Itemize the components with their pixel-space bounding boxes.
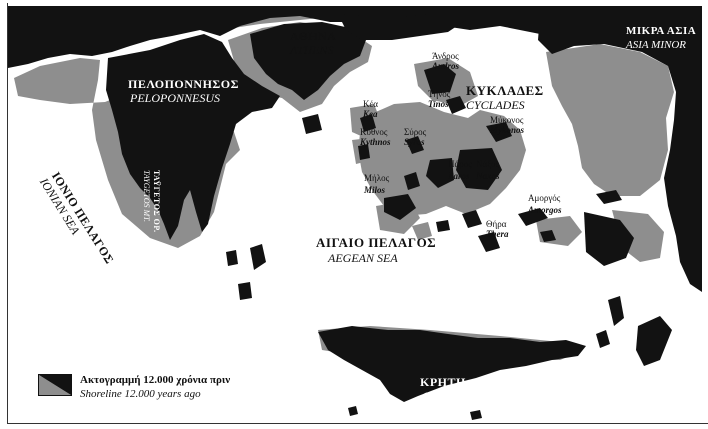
islet-south-crete (348, 406, 358, 416)
asia-minor-label-greek: ΜΙΚΡΑ ΑΣΙΑ (626, 25, 697, 37)
mykonos-label-greek: Μύκονος (490, 115, 524, 125)
aegina-island (302, 114, 322, 134)
peloponnese-land (106, 34, 280, 240)
paros-island (426, 158, 454, 188)
andros-island (424, 64, 456, 94)
kythira-island (226, 250, 238, 266)
karpathos-island (608, 296, 624, 326)
kasos-island (596, 330, 610, 348)
islet-w (238, 282, 252, 300)
andros-label-english: Andros (432, 61, 460, 71)
map-legend: Ακτογραμμή 12.000 χρόνια πριν Shoreline … (38, 372, 298, 408)
islet-sw (250, 244, 266, 270)
kythnos-label-greek: Κύθνος (360, 127, 388, 137)
taygetos-label-greek: ΤΑΫΓΕΤΟΣ ΟΡ. (152, 170, 161, 233)
asia-minor-label-english: ASIA MINOR (626, 39, 686, 51)
mykonos-island (486, 122, 512, 142)
mykonos-label-english: Mykonos (490, 125, 525, 135)
anafi-island (540, 230, 556, 242)
aegean-sea-label-english: AEGEAN SEA (328, 251, 398, 265)
syros-label-english: Syros (404, 137, 425, 147)
thira-label-english: Thera (486, 229, 509, 239)
asia-minor-peninsula-south (584, 212, 634, 266)
ios-island (462, 210, 482, 228)
kos-island (596, 190, 622, 204)
crete-label-english: CRETE (422, 389, 459, 403)
kythnos-label-english: Kythnos (360, 137, 391, 147)
kea-label-greek: Κέα (363, 99, 378, 109)
paros-label-english: Paros (448, 171, 470, 181)
paros-label-greek: Πάρος (448, 159, 472, 169)
thira-label-greek: Θήρα (486, 219, 507, 229)
tinos-label-english: Tinos (428, 99, 449, 109)
kea-island (360, 114, 376, 132)
peloponnese-label-english: PELOPONNESUS (130, 91, 220, 105)
crete-land (318, 326, 586, 402)
legend-label-greek: Ακτογραμμή 12.000 χρόνια πριν (80, 374, 231, 386)
syros-island (406, 136, 424, 154)
tinos-label-greek: Τήνος (428, 89, 451, 99)
amorgos-label-greek: Αμοργός (528, 193, 561, 203)
thira-island (478, 232, 500, 252)
andros-label-greek: Άνδρος (432, 51, 459, 61)
south-islet-shelf (412, 222, 432, 240)
legend-label-english: Shoreline 12.000 years ago (80, 388, 201, 400)
peloponnese-label-greek: ΠΕΛΟΠΟΝΝΗΣΟΣ (128, 77, 239, 91)
crete-label-greek: ΚΡΗΤΗ (420, 375, 466, 389)
legend-swatch-icon (38, 374, 72, 396)
asia-minor-ancient-plain (546, 44, 674, 196)
amorgos-label-english: Amorgos (528, 205, 562, 215)
naxos-label-english: Naxos (476, 171, 500, 181)
milos-label-greek: Μήλος (364, 173, 390, 183)
milos-island (384, 194, 416, 220)
naxos-island (456, 148, 502, 190)
euboea-land (338, 14, 466, 40)
cyclades-label-english: CYCLADES (466, 98, 525, 112)
kea-label-english: Kea (363, 109, 378, 119)
tinos-island (446, 96, 466, 114)
folegandros-island (436, 220, 450, 232)
present-land-layer (8, 6, 702, 420)
aegean-sea-label-greek: ΑΙΓΑΙΟ ΠΕΛΑΓΟΣ (316, 235, 437, 250)
dodecanese-shelf (536, 216, 582, 246)
amorgos-island (518, 208, 548, 226)
cyclades-label-greek: ΚΥΚΛΑΔΕΣ (466, 83, 544, 98)
taygetos-label-english: TAYGETOS MT. (142, 170, 151, 223)
islet-far-south (470, 410, 482, 420)
asia-minor-land (538, 14, 702, 292)
rhodes-island (636, 316, 672, 366)
milos-label-english: Milos (364, 185, 386, 195)
mainland-north-coast (8, 6, 702, 68)
naxos-label-greek: Νάξος (476, 159, 499, 169)
attica-land (250, 22, 366, 100)
sifnos-island (404, 172, 420, 190)
syros-label-greek: Σύρος (404, 127, 427, 137)
attica-label-english: ATHENS (290, 43, 334, 57)
attica-label-greek: ΑΘΗΝΑ (290, 29, 337, 43)
kythnos-island (358, 144, 370, 160)
